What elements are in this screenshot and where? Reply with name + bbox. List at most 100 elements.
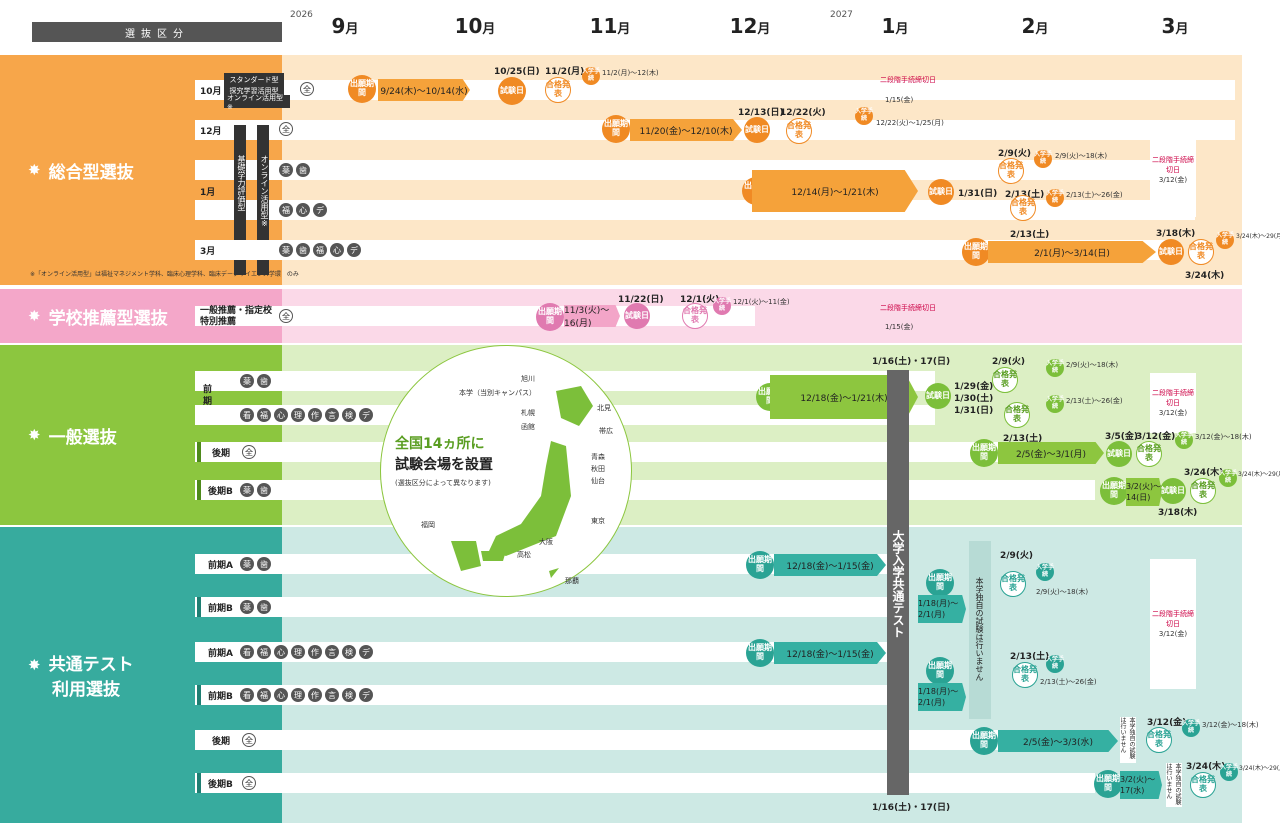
- chip-yaku: 薬: [240, 374, 254, 388]
- row-sogo-1b: [195, 200, 1195, 220]
- month-nov: 11月: [589, 14, 631, 38]
- row-label: 前期: [203, 385, 213, 407]
- enroll-badge: 入学手続: [1046, 359, 1064, 377]
- city-label: 青森: [591, 453, 605, 461]
- enroll-badge: 入学手続: [1182, 719, 1200, 737]
- exam-date: 11/22(日): [618, 295, 664, 305]
- enroll-badge: 入学手続: [1220, 763, 1238, 781]
- row-label: 後期: [212, 737, 231, 747]
- exam-date: 1/31(日): [954, 406, 994, 416]
- enroll-date: 3/12(金)～18(木): [1195, 433, 1252, 441]
- common-test-label: 大学入学共通テスト: [891, 530, 905, 638]
- enroll-date: 2/13(土)～26(金): [1066, 191, 1123, 199]
- chip-all: 全: [242, 776, 256, 790]
- enroll-badge: 入学手続: [1175, 431, 1193, 449]
- pass-date: 3/12(金): [1147, 718, 1187, 728]
- enroll-date: 11/2(月)～12(木): [602, 69, 659, 77]
- no-exam-box: [969, 541, 991, 719]
- chip-de: デ: [347, 243, 361, 257]
- month-jan: 1月: [881, 14, 909, 38]
- chip-ri: 理: [291, 688, 305, 702]
- chip-all: 全: [242, 445, 256, 459]
- chip-yaku: 薬: [240, 600, 254, 614]
- enroll-date: 2/9(火)～18(木): [1036, 588, 1089, 596]
- pass-badge: 合格発表: [1004, 402, 1030, 428]
- no-exam-small: 本学独自の試験は行いません: [1165, 763, 1182, 807]
- chip-de: デ: [359, 688, 373, 702]
- chip-fuku: 福: [257, 688, 271, 702]
- enroll-badge: 入学手続: [1046, 395, 1064, 413]
- apply-period-badge: 出願期間: [926, 657, 954, 685]
- apply-period-band: 3/2(火)～14(日): [1126, 478, 1162, 506]
- exam-date: 3/5(金): [1105, 432, 1139, 442]
- pass-date: 11/2(月): [545, 67, 585, 77]
- common-test-dates: 1/16(土)・17(日): [872, 357, 951, 367]
- city-label: 函館: [521, 423, 535, 431]
- month-dec: 12月: [729, 14, 771, 38]
- enroll-badge: 入学手続: [713, 297, 731, 315]
- sogo-note: ※「オンライン活用型」は福祉マネジメント学科、臨床心理学科、臨床データサイエンス…: [30, 271, 299, 278]
- chip-ken: 検: [342, 408, 356, 422]
- pass-badge: 合格発表: [1188, 239, 1214, 265]
- enroll-badge: 入学手続: [1046, 655, 1064, 673]
- row-marker: [197, 442, 201, 462]
- chip-ken: 検: [342, 645, 356, 659]
- chip-shin: 心: [274, 688, 288, 702]
- apply-period-band: 9/24(木)～10/14(水): [378, 79, 470, 101]
- exam-badge: 試験日: [498, 77, 526, 105]
- basic-type-label: 基礎学力評価型: [237, 155, 246, 211]
- pass-date: 3/24(木): [1185, 271, 1225, 281]
- pass-badge: 合格発表: [786, 118, 812, 144]
- apply-period-band: 11/3(火)～16(月): [564, 305, 620, 327]
- apply-label: 2/13(土): [1003, 434, 1043, 444]
- chip-shin: 心: [330, 243, 344, 257]
- pass-badge: 合格発表: [998, 158, 1024, 184]
- second-stage-date: 1/15(金): [885, 323, 914, 331]
- chip-de: デ: [313, 203, 327, 217]
- common-test-bar: [887, 370, 909, 795]
- row-kyotsu-kouki: [195, 730, 1095, 750]
- city-label: 帯広: [599, 427, 613, 435]
- second-stage: 二段階手続締切日: [880, 304, 936, 312]
- chip-shi: 歯: [257, 374, 271, 388]
- exam-badge: 試験日: [1160, 478, 1186, 504]
- enroll-date: 12/22(火)～1/25(月): [876, 119, 944, 127]
- online-type-pill: [257, 125, 269, 275]
- row-ippan-kouki-b: [195, 480, 1095, 500]
- chip-saku: 作: [308, 408, 322, 422]
- exam-date: 1/29(金): [954, 382, 994, 392]
- chip-ken: 検: [342, 688, 356, 702]
- pass-badge: 合格発表: [1012, 662, 1038, 688]
- exam-badge: 試験日: [1158, 239, 1184, 265]
- apply-period-badge: 出願期間: [970, 439, 998, 467]
- chip-shin: 心: [274, 645, 288, 659]
- exam-date: 1/30(土): [954, 394, 994, 404]
- city-label: 高松: [517, 551, 531, 559]
- row-label: 3月: [200, 247, 216, 257]
- chip-yaku: 薬: [279, 163, 293, 177]
- chip-fuku: 福: [257, 645, 271, 659]
- apply-period-badge: 出願期間: [536, 303, 564, 331]
- city-label: 仙台: [591, 477, 605, 485]
- enroll-badge: 入学手続: [1219, 469, 1237, 487]
- row-label: 10月: [200, 87, 222, 97]
- month-feb: 2月: [1021, 14, 1049, 38]
- month-mar: 3月: [1161, 14, 1189, 38]
- month-oct: 10月: [454, 14, 496, 38]
- chip-shi: 歯: [296, 163, 310, 177]
- apply-period-badge: 出願期間: [602, 115, 630, 143]
- chip-kan: 看: [240, 408, 254, 422]
- exam-date: 12/13(日): [738, 108, 784, 118]
- apply-period-band: 2/5(金)～3/3(水): [998, 730, 1118, 752]
- chip-shin: 心: [274, 408, 288, 422]
- common-test-dates: 1/16(土)・17(日): [872, 803, 951, 813]
- enroll-badge: 入学手続: [1216, 231, 1234, 249]
- chip-fuku: 福: [313, 243, 327, 257]
- enroll-badge: 入学手続: [855, 107, 873, 125]
- month-sep: 9月: [331, 14, 359, 38]
- chip-de: デ: [359, 645, 373, 659]
- row-label: 後期B: [208, 780, 233, 790]
- pass-date: 2/9(火): [1000, 551, 1034, 561]
- exam-date: 3/18(木): [1156, 229, 1196, 239]
- pass-badge: 合格発表: [545, 77, 571, 103]
